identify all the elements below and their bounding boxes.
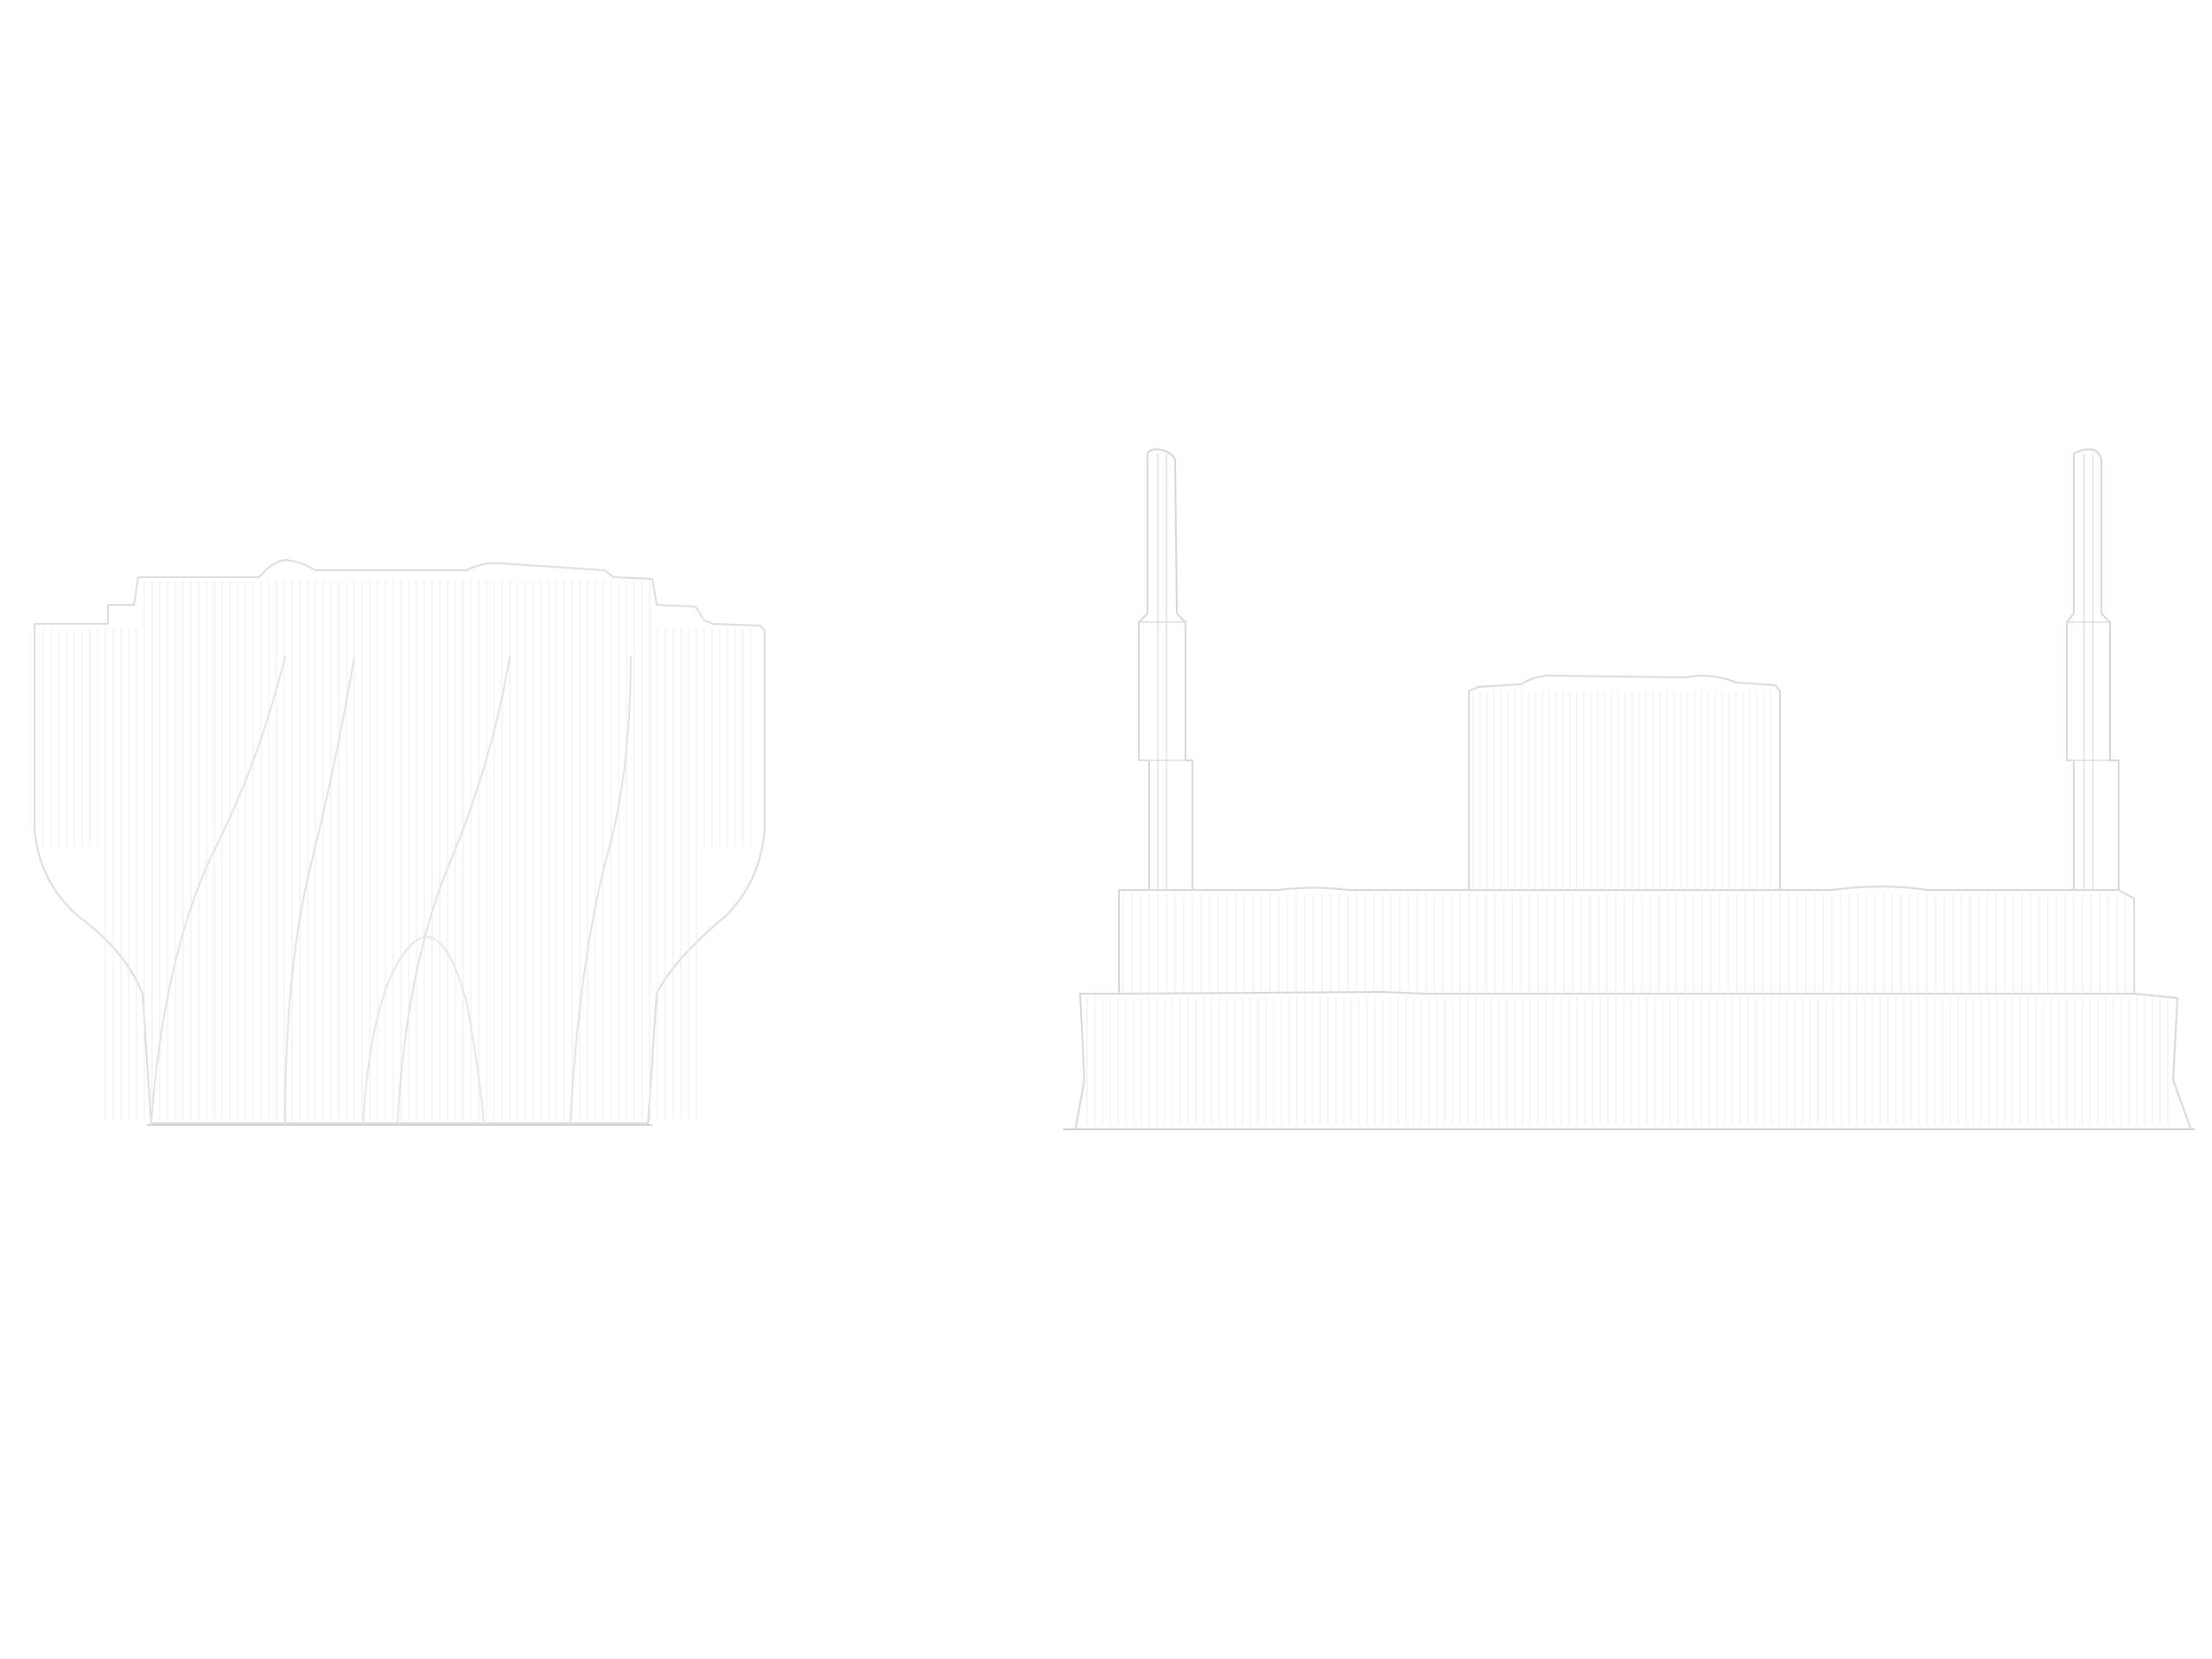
left-figure-lobe-1 (150, 656, 286, 1124)
left-figure-outline (34, 559, 766, 1124)
right-figure-right-tower (2066, 448, 2120, 891)
left-figure-lobe-2 (284, 656, 355, 1124)
right-figure-lower-tier (1075, 991, 2191, 1128)
left-figure-lobe-5 (362, 936, 485, 1124)
right-figure-middle-tier (1118, 886, 2135, 995)
right-elevation-figure (1063, 448, 2195, 1130)
left-figure-lobe-3 (397, 656, 511, 1124)
left-figure-lobe-4 (569, 656, 632, 1124)
right-figure-flute-lines (1086, 691, 2169, 1125)
right-figure-central-block (1468, 674, 1781, 891)
left-figure-flute-lines (42, 581, 752, 1120)
right-figure-left-tower (1138, 448, 1193, 891)
left-elevation-figure (34, 559, 766, 1126)
